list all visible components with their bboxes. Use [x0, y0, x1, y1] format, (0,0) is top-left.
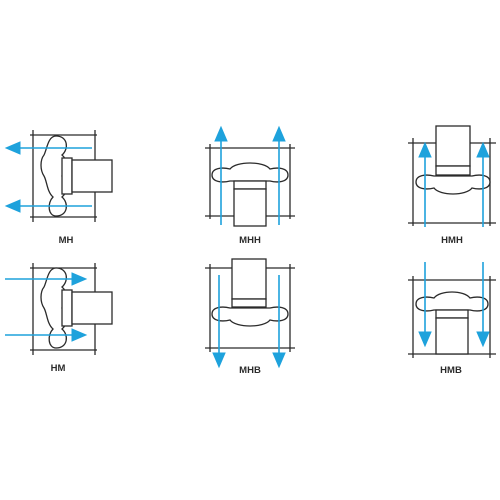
mhb-flow-arrows: [212, 275, 286, 369]
mhh-handle: [211, 162, 289, 227]
hmb-handle: [415, 291, 489, 355]
mhb-label: MHB: [239, 365, 261, 376]
hm-handle: [40, 267, 113, 349]
mhb-handle: [211, 258, 289, 327]
hm-label: HM: [51, 363, 66, 374]
hmb-frame: [408, 276, 496, 358]
variant-mhb: MHB: [205, 258, 295, 376]
variant-mhh: MHH: [205, 125, 295, 246]
hmh-label: HMH: [441, 235, 463, 246]
variant-hm: HM: [5, 263, 113, 374]
variant-hmb: HMB: [408, 262, 496, 376]
variant-mh: MH: [4, 130, 113, 246]
mh-handle: [40, 135, 113, 217]
hmb-flow-arrows: [418, 262, 490, 348]
mh-label: MH: [59, 235, 74, 246]
hmh-handle: [415, 125, 491, 195]
hm-flow-arrows: [5, 272, 88, 342]
mhh-flow-arrows: [214, 125, 286, 225]
variant-hmh: HMH: [408, 125, 496, 246]
mhh-label: MHH: [239, 235, 261, 246]
mh-flow-arrows: [4, 141, 92, 213]
hmb-label: HMB: [440, 365, 462, 376]
hmh-flow-arrows: [418, 141, 490, 227]
